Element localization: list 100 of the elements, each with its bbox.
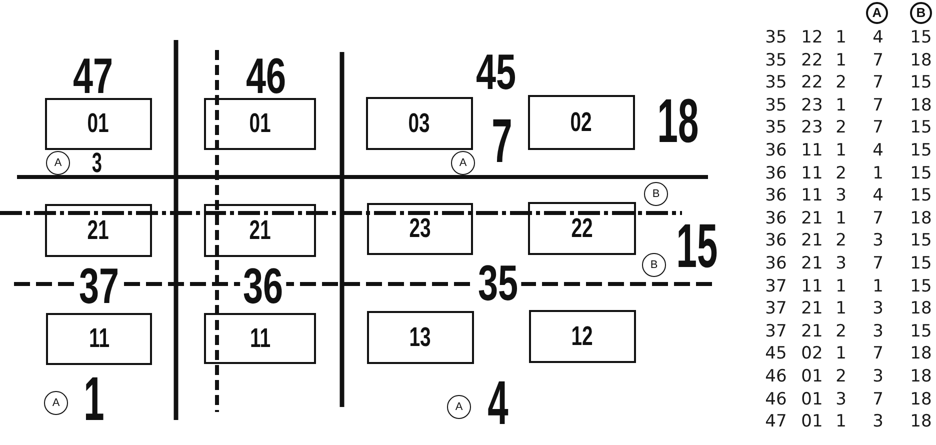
zone-number: 47 <box>72 56 114 96</box>
marker-circle <box>447 395 471 419</box>
table-cell: 37 <box>765 300 787 318</box>
table-cell: 15 <box>910 30 932 46</box>
table-cell: 2 <box>836 368 846 386</box>
marker-circle <box>644 182 668 206</box>
table-cell: 18 <box>910 52 932 70</box>
table-cell: 2 <box>836 232 846 250</box>
table-cell: 1 <box>836 30 846 46</box>
parcel-box <box>46 313 152 365</box>
table-cell: 1 <box>836 346 846 363</box>
parcel-number: 13 <box>410 326 432 348</box>
table-cell: 15 <box>910 142 932 160</box>
parcel-box <box>204 313 316 364</box>
table-cell: 01 <box>801 391 823 408</box>
table-cell: 12 <box>801 30 823 46</box>
marker-circle <box>451 151 475 175</box>
table-cell: 35 <box>765 74 787 92</box>
table-cell: 7 <box>872 346 884 363</box>
parcel-box <box>529 310 636 363</box>
parcel-number: 22 <box>571 218 593 240</box>
table-cell: 7 <box>872 74 884 92</box>
table-cell: 11 <box>801 142 823 160</box>
table-cell: 7 <box>872 210 884 228</box>
table-cell: 1 <box>872 278 884 296</box>
column-header-circle <box>910 2 932 24</box>
table-cell: 18 <box>910 368 932 386</box>
table-cell: 11 <box>801 165 823 182</box>
column-header-circle <box>866 2 888 24</box>
column-header-letter: A <box>872 8 882 18</box>
marker-circle <box>44 391 68 415</box>
table-cell: 35 <box>765 120 787 137</box>
table-cell: 4 <box>872 30 884 46</box>
table-cell: 3 <box>872 414 884 431</box>
parcel-number: 01 <box>249 113 271 135</box>
table-cell: 1 <box>836 52 846 70</box>
value-number: 18 <box>657 97 699 147</box>
table-cell: 23 <box>801 97 823 114</box>
table-cell: 47 <box>765 414 787 431</box>
marker-letter: A <box>459 158 467 168</box>
zone-number: 35 <box>475 263 521 303</box>
value-number: 7 <box>492 117 512 167</box>
table-cell: 18 <box>910 414 932 431</box>
table-cell: 7 <box>872 52 884 70</box>
table-cell: 7 <box>872 391 884 408</box>
table-cell: 36 <box>765 232 787 250</box>
value-number: 1 <box>84 375 104 425</box>
parcel-number: 11 <box>88 328 110 350</box>
table-cell: 15 <box>910 165 932 182</box>
table-cell: 18 <box>910 300 932 318</box>
table-cell: 1 <box>836 210 846 228</box>
table-cell: 21 <box>801 300 823 318</box>
table-cell: 15 <box>910 188 932 205</box>
table-cell: 35 <box>765 30 787 46</box>
table-cell: 35 <box>765 52 787 70</box>
table-cell: 4 <box>872 188 884 205</box>
value-number: 15 <box>676 222 718 272</box>
table-cell: 15 <box>910 232 932 250</box>
table-cell: 15 <box>910 278 932 296</box>
table-cell: 21 <box>801 256 823 272</box>
marker-letter: A <box>54 158 62 168</box>
table-cell: 1 <box>836 414 846 431</box>
parcel-number: 12 <box>572 326 594 348</box>
table-cell: 4 <box>872 142 884 160</box>
table-cell: 01 <box>801 368 823 386</box>
table-cell: 01 <box>801 414 823 431</box>
parcel-number: 21 <box>249 220 271 242</box>
table-cell: 2 <box>836 74 846 92</box>
table-cell: 1 <box>836 300 846 318</box>
table-cell: 15 <box>910 256 932 272</box>
parcel-box <box>367 311 474 364</box>
table-cell: 37 <box>765 323 787 340</box>
marker-letter: A <box>52 398 60 408</box>
table-cell: 3 <box>836 391 846 408</box>
parcel-box <box>204 98 316 150</box>
table-cell: 7 <box>872 120 884 137</box>
table-cell: 1 <box>836 97 846 114</box>
parcel-number: 02 <box>570 112 592 134</box>
parcel-number: 21 <box>88 220 110 242</box>
column-header-letter: B <box>916 8 926 18</box>
marker-circle <box>46 151 70 175</box>
marker-circle <box>642 253 666 277</box>
table-cell: 46 <box>765 391 787 408</box>
table-cell: 3 <box>836 256 846 272</box>
table-cell: 1 <box>836 142 846 160</box>
zone-number: 46 <box>246 56 286 96</box>
parcel-box <box>45 204 152 257</box>
table-cell: 36 <box>765 210 787 228</box>
value-number: 3 <box>92 152 102 174</box>
value-number: 4 <box>488 379 508 429</box>
parcel-box <box>45 98 152 150</box>
table-cell: 7 <box>872 256 884 272</box>
parcel-number: 03 <box>408 112 430 134</box>
table-cell: 3 <box>836 188 846 205</box>
table-cell: 36 <box>765 188 787 205</box>
table-cell: 7 <box>872 97 884 114</box>
parcel-box <box>367 203 473 255</box>
table-cell: 11 <box>801 188 823 205</box>
table-cell: 36 <box>765 165 787 182</box>
table-cell: 18 <box>910 346 932 363</box>
